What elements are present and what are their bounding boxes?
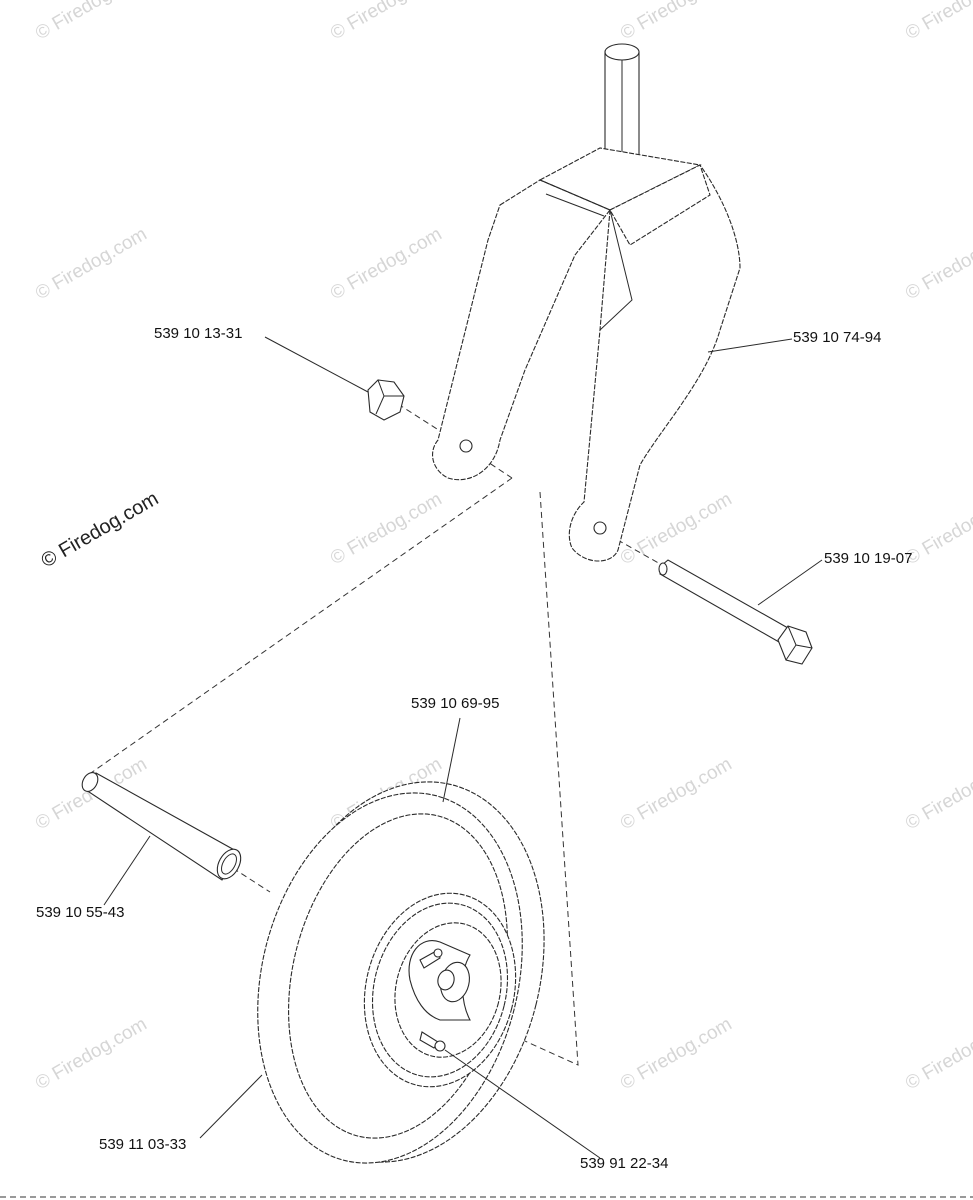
leader-lines [103,336,823,1159]
watermark-text: © Firedog.com [327,489,446,570]
watermark-text: © Firedog.com [617,1014,736,1095]
fork-left-hole [459,439,473,453]
part-label-grease-fitting: 539 91 22-34 [580,1155,668,1172]
watermark-text: © Firedog.com [902,0,973,44]
fork-top-front [609,164,711,246]
watermark-text: © Firedog.com [617,754,736,835]
watermark-text: © Firedog.com [327,0,446,44]
watermark-text: © Firedog.com [327,224,446,305]
part-labels: 539 10 74-94 539 10 13-31 539 10 19-07 5… [36,325,912,1172]
watermark-text: © Firedog.com [32,224,151,305]
hub-bore [437,969,455,991]
spacer-tube [81,772,242,881]
watermark-text-prominent: © Firedog.com [38,488,163,573]
part-label-caster-fork: 539 10 74-94 [793,329,881,346]
bolt [658,559,813,665]
watermark-text: © Firedog.com [902,489,973,570]
part-label-wheel-assembly: 539 11 03-33 [99,1136,186,1153]
watermark-text: © Firedog.com [617,489,736,570]
part-label-lock-nut: 539 10 13-31 [154,325,242,342]
watermark-text: © Firedog.com [32,1014,151,1095]
pivot-shaft-top [604,43,640,61]
watermark-text: © Firedog.com [902,754,973,835]
watermark-text: © Firedog.com [902,224,973,305]
watermark-text: © Firedog.com [617,0,736,44]
watermark-text: © Firedog.com [32,0,151,44]
part-label-spacer-tube: 539 10 55-43 [36,904,124,921]
wheel-assembly [257,781,545,1164]
part-label-bolt: 539 10 19-07 [824,550,912,567]
caster-fork [432,43,741,562]
grease-fitting-lower [419,1031,439,1049]
watermark-text: © Firedog.com [902,1014,973,1095]
part-label-tire: 539 10 69-95 [411,695,499,712]
fork-left-plate [432,179,611,481]
lock-nut [367,379,405,421]
fork-right-hole [593,521,607,535]
fork-right-plate [568,164,741,562]
